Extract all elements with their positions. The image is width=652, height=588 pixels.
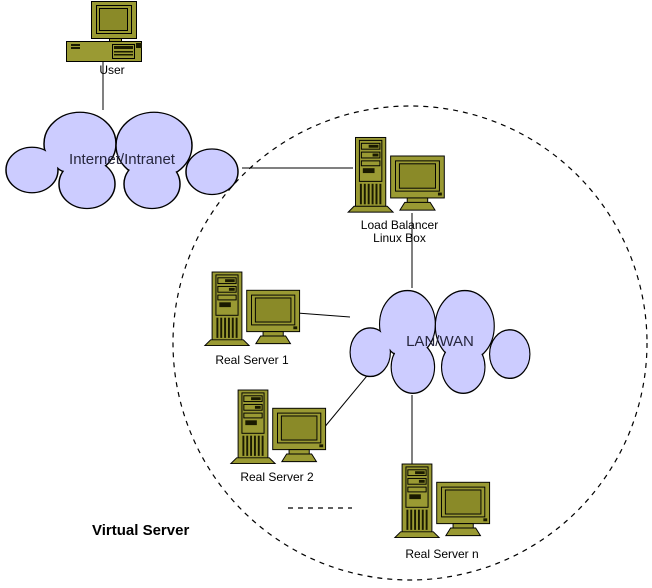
real-server-2-label: Real Server 2 [240, 470, 314, 484]
line-real-server-1-to-lan [296, 312, 351, 318]
virtual-server-boundary [172, 105, 648, 581]
lan-wan-cloud-label: LAN/WAN [406, 332, 474, 350]
user-label: User [99, 63, 125, 77]
lan-wan-cloud: LAN/WAN [347, 285, 533, 397]
load-balancer-icon [344, 136, 448, 216]
load-balancer-label: Load Balancer Linux Box [360, 218, 439, 245]
cloud-shape [5, 111, 239, 210]
real-server-1-label: Real Server 1 [215, 353, 289, 367]
real-server-2-icon [228, 387, 328, 469]
virtual-server-title: Virtual Server [92, 522, 190, 539]
user-computer-icon [66, 1, 144, 63]
real-server-n-label: Real Server n [405, 547, 479, 561]
cloud-shape [349, 289, 531, 394]
real-server-n-icon [392, 461, 492, 543]
real-server-1-icon [202, 269, 302, 351]
internet-cloud: Internet/Intranet [2, 107, 242, 212]
internet-cloud-label: Internet/Intranet [69, 151, 175, 168]
